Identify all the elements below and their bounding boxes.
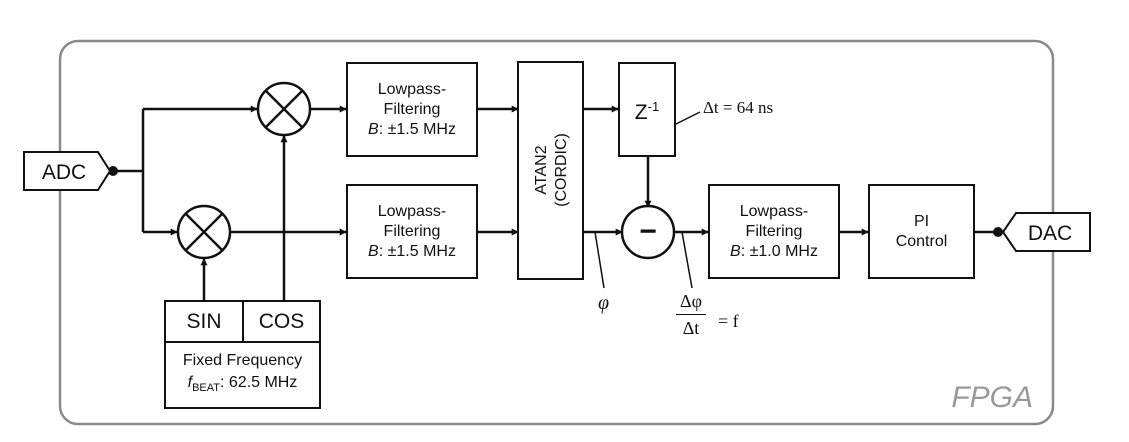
mixer-top <box>256 81 312 137</box>
f-beat-value: : 62.5 MHz <box>220 374 298 392</box>
filter-right-bw-value: : ±1.0 MHz <box>740 242 818 260</box>
pi-label: PI <box>913 212 930 230</box>
filter-bottom-bw-value: : ±1.5 MHz <box>378 242 456 260</box>
sin-output: SIN <box>164 300 244 343</box>
lowpass-filter-right: Lowpass- Filtering B: ±1.0 MHz <box>708 184 840 279</box>
subtract-symbol: − <box>639 215 657 248</box>
filter-right-line1: Lowpass- <box>739 202 809 220</box>
cordic-label: (CORDIC) <box>553 133 570 207</box>
filter-top-line1: Lowpass- <box>377 80 447 98</box>
freq-eq-denominator: Δt <box>682 318 700 338</box>
dac-label: DAC <box>1028 222 1072 245</box>
filter-top-bw-symbol: B <box>368 120 379 138</box>
cos-output: COS <box>242 300 321 343</box>
adc-junction-dot <box>108 166 118 176</box>
phi-label: φ <box>598 292 610 314</box>
adc-label: ADC <box>42 161 86 184</box>
lowpass-filter-top: Lowpass- Filtering B: ±1.5 MHz <box>346 62 478 157</box>
atan2-label: ATAN2 <box>533 145 550 194</box>
mixer-bottom <box>176 204 232 260</box>
delta-t-note: Δt = 64 ns <box>703 98 774 117</box>
atan2-block: ATAN2 (CORDIC) <box>517 61 584 280</box>
filter-bottom-line1: Lowpass- <box>377 202 447 220</box>
pi-control-block: PI Control <box>868 184 975 279</box>
filter-top-bw-value: : ±1.5 MHz <box>378 120 456 138</box>
filter-bottom-bw-symbol: B <box>368 242 379 260</box>
subtractor: − <box>620 204 676 260</box>
lowpass-filter-bottom: Lowpass- Filtering B: ±1.5 MHz <box>346 184 478 279</box>
filter-bottom-line2: Filtering <box>383 222 441 240</box>
oscillator-title: Fixed Frequency <box>182 352 303 370</box>
delay-block: Z-1 <box>618 62 676 157</box>
fixed-frequency-oscillator: Fixed Frequency fBEAT: 62.5 MHz <box>164 341 321 409</box>
fpga-label: FPGA <box>951 381 1033 414</box>
sin-label: SIN <box>186 309 222 333</box>
filter-top-line2: Filtering <box>383 100 441 118</box>
f-beat-symbol: f <box>187 374 193 392</box>
filter-right-line2: Filtering <box>745 222 803 240</box>
freq-eq-numerator: Δφ <box>676 291 706 315</box>
f-beat-subscript: BEAT <box>192 382 220 395</box>
cos-label: COS <box>258 309 305 333</box>
filter-right-bw-symbol: B <box>730 242 741 260</box>
dac-junction-dot <box>993 227 1003 237</box>
delay-exponent: -1 <box>647 98 660 114</box>
frequency-equation: Δφ Δt <box>676 291 706 339</box>
freq-eq-rhs: = f <box>718 311 739 331</box>
delay-base: Z <box>634 100 648 124</box>
control-label: Control <box>895 232 948 250</box>
dac-port: DAC <box>1001 212 1091 252</box>
adc-port: ADC <box>23 151 112 191</box>
